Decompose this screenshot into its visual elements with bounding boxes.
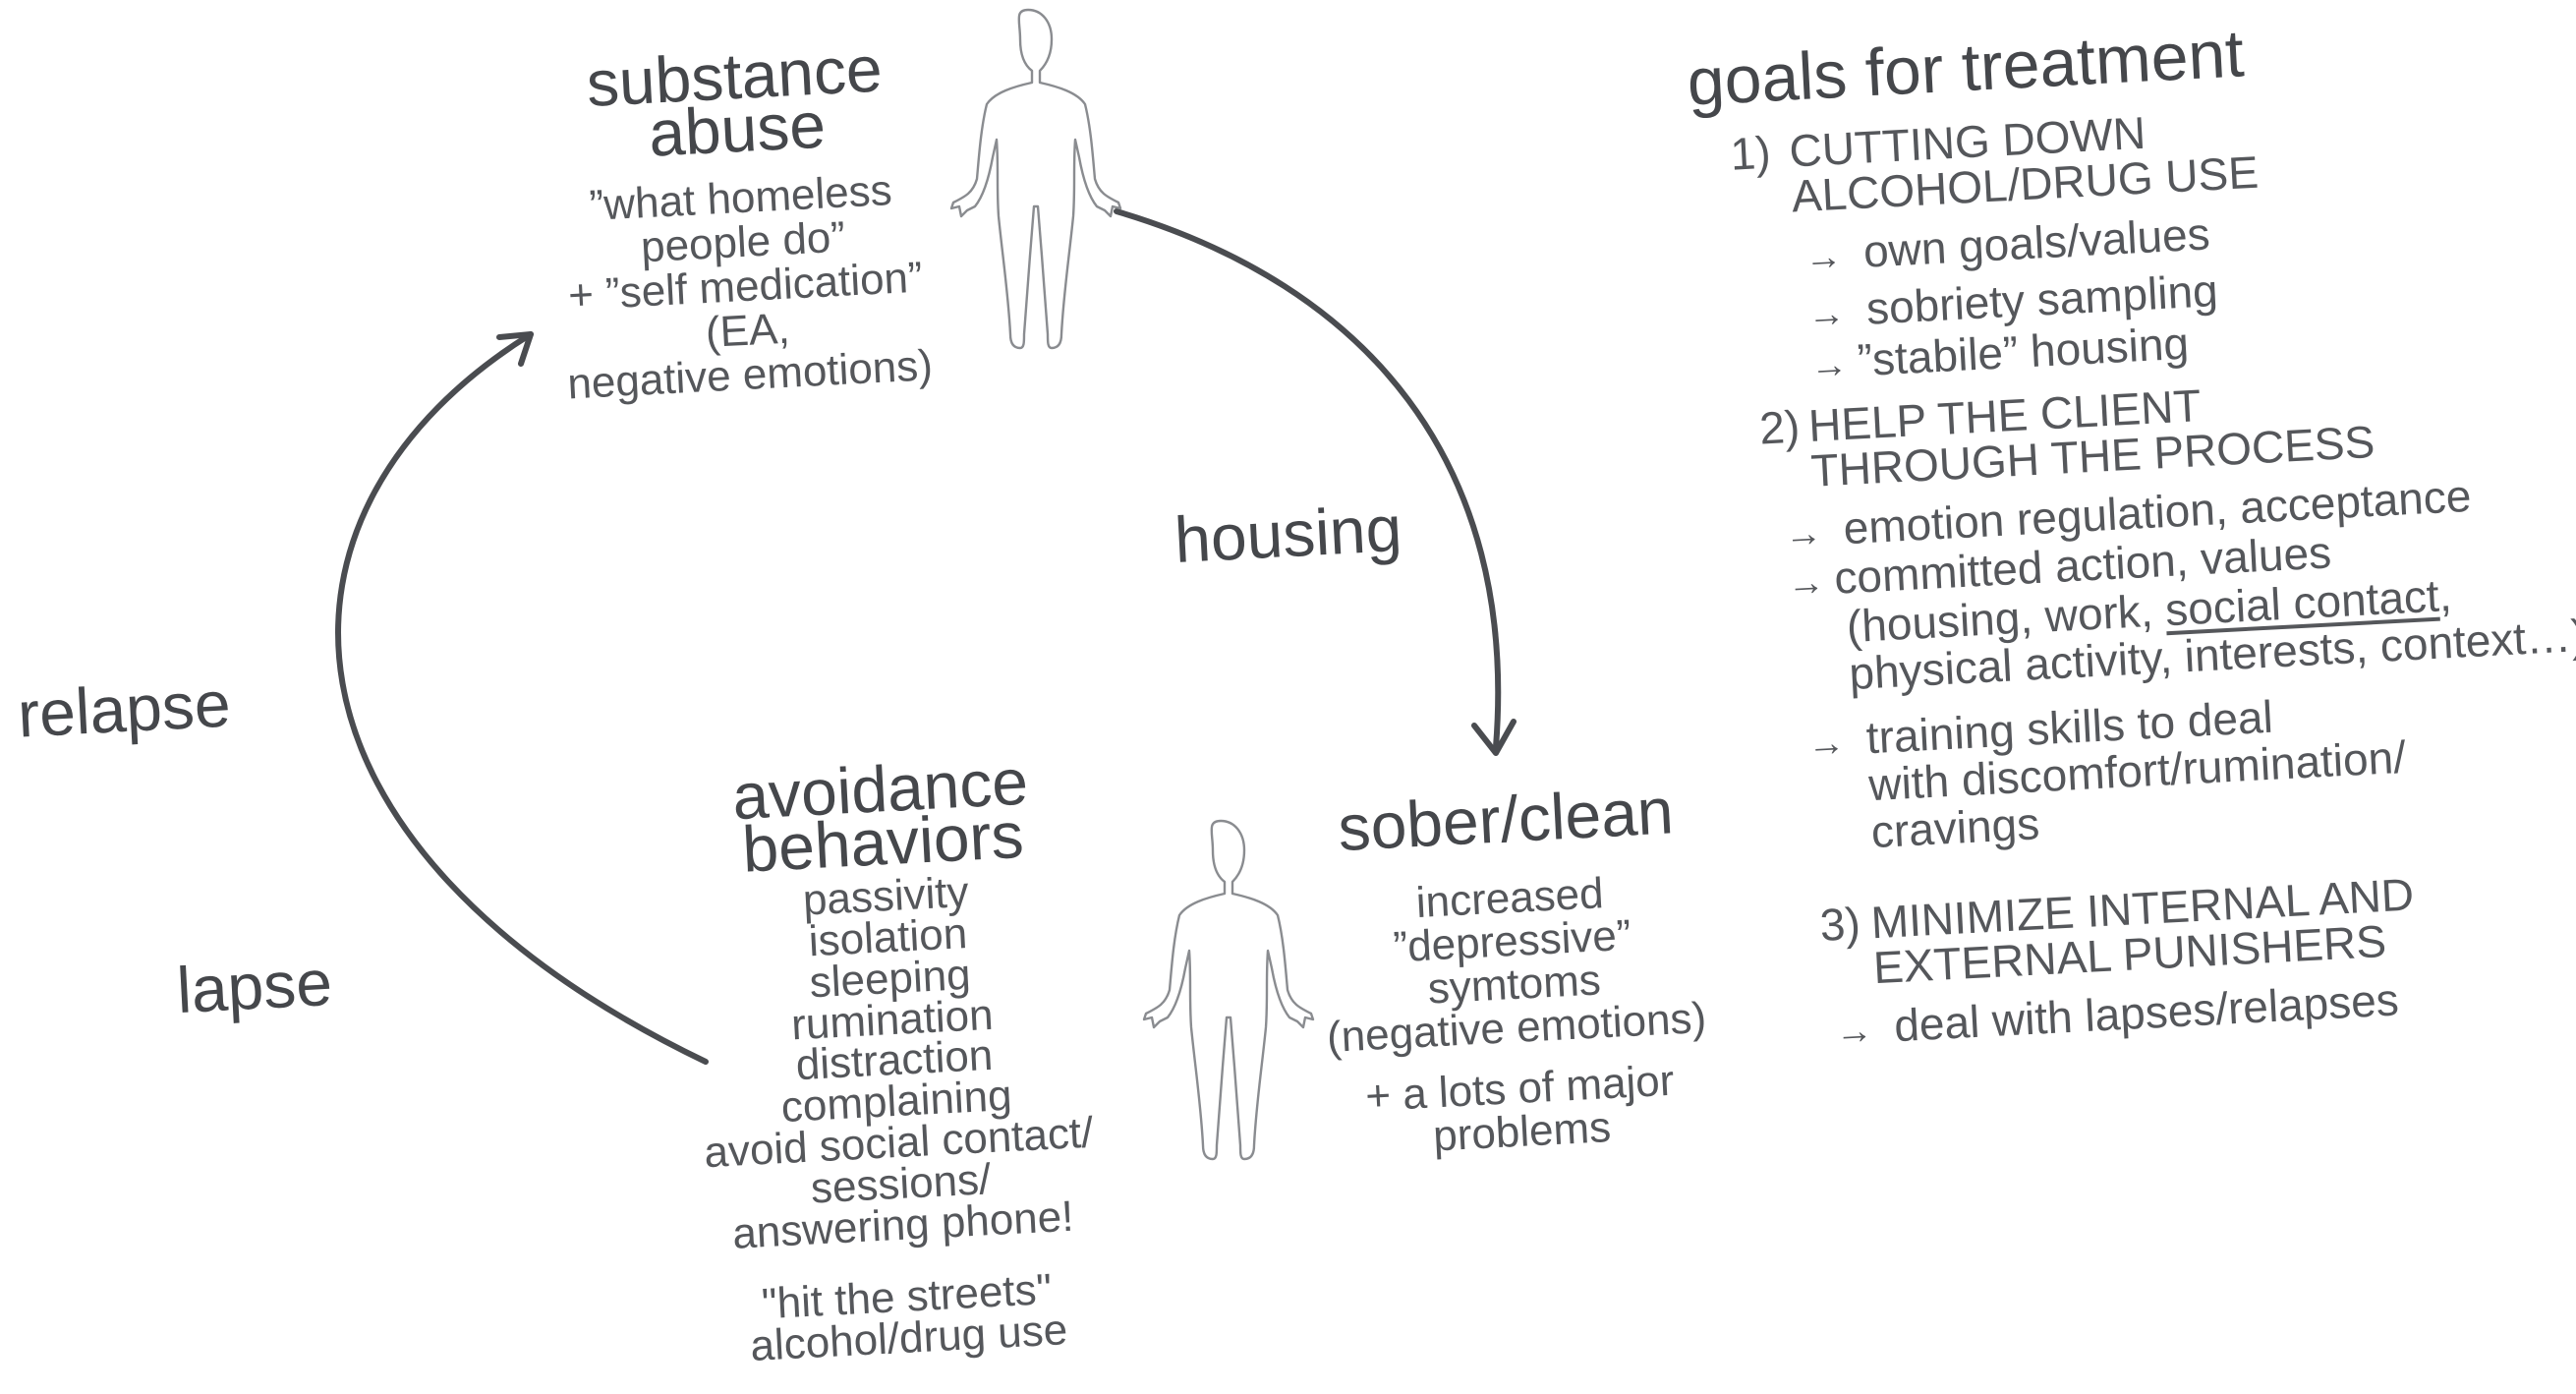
goal-1: 1)CUTTING DOWN ALCOHOL/DRUG USE →own goa…: [1729, 88, 2567, 389]
lapse-label: lapse: [175, 945, 334, 1027]
substance-abuse-node: substance abuse ”what homeless people do…: [527, 31, 957, 408]
arrow-right-icon: →: [1803, 235, 1844, 279]
housing-arrowhead: [1471, 719, 1517, 756]
goal-1-number: 1): [1729, 126, 1772, 180]
arrow-right-icon: →: [1783, 512, 1824, 556]
relapse-arrow: [335, 331, 709, 1065]
goal-2: 2)HELP THE CLIENT THROUGH THE PROCESS →e…: [1758, 363, 2576, 859]
relapse-arrowhead: [496, 331, 534, 367]
arrow-right-icon: →: [1786, 561, 1826, 606]
arrow-right-icon: →: [1806, 722, 1847, 766]
arrow-right-icon: →: [1808, 343, 1850, 387]
goals-panel: goals for treatment 1)CUTTING DOWN ALCOH…: [1686, 4, 2576, 1057]
arrow-right-icon: →: [1834, 1010, 1874, 1054]
goal-2-detail-post: ,: [2437, 569, 2453, 621]
housing-arrow: [1114, 208, 1502, 750]
housing-label: housing: [1173, 492, 1403, 576]
relapse-label: relapse: [16, 667, 233, 751]
sober-clean-node: sober/clean increased ”depressive” symto…: [1298, 774, 1730, 1164]
person-figure-bottom: [1142, 819, 1315, 1161]
goal-2-number: 2): [1757, 400, 1802, 454]
goal-3-number: 3): [1818, 897, 1862, 952]
arrow-right-icon: →: [1806, 292, 1847, 336]
avoidance-behaviors-node: avoidance behaviors passivity isolation …: [672, 745, 1116, 1371]
person-figure-top: [949, 8, 1122, 350]
